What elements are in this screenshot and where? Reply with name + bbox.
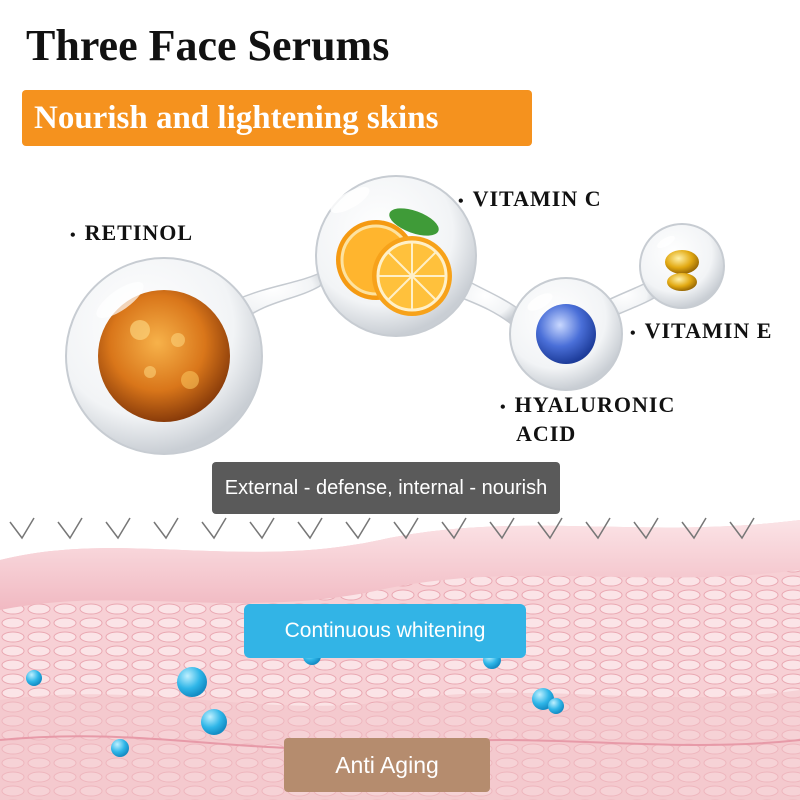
retinol-bubble — [65, 257, 263, 455]
vitamin-c-text: VITAMIN C — [472, 186, 602, 211]
bullet: • — [630, 325, 637, 342]
vitamin-e-text: VITAMIN E — [644, 318, 773, 343]
penetration-arrows — [9, 517, 755, 540]
retinol-text: RETINOL — [84, 220, 194, 245]
bullet: • — [458, 193, 465, 210]
page-title: Three Face Serums — [26, 21, 390, 70]
vitamin-c-label: • VITAMIN C — [458, 186, 602, 215]
hyaluronic-acid-label: • HYALURONIC ACID — [500, 392, 675, 447]
vitamin-c-bubble — [315, 175, 477, 337]
hyaluronic-bubble — [509, 277, 623, 391]
retinol-label: • RETINOL — [70, 220, 193, 249]
defense-nourish-label: External - defense, internal - nourish — [212, 462, 560, 514]
acid-text: ACID — [516, 421, 577, 446]
bullet: • — [70, 227, 77, 244]
whitening-label: Continuous whitening — [244, 604, 526, 658]
hyaluronic-text: HYALURONIC — [514, 392, 676, 417]
vitamin-e-label: • VITAMIN E — [630, 318, 772, 347]
subtitle-banner: Nourish and lightening skins — [22, 90, 532, 146]
bullet: • — [500, 399, 507, 416]
anti-aging-label: Anti Aging — [284, 738, 490, 792]
vitamin-e-bubble — [639, 223, 725, 309]
